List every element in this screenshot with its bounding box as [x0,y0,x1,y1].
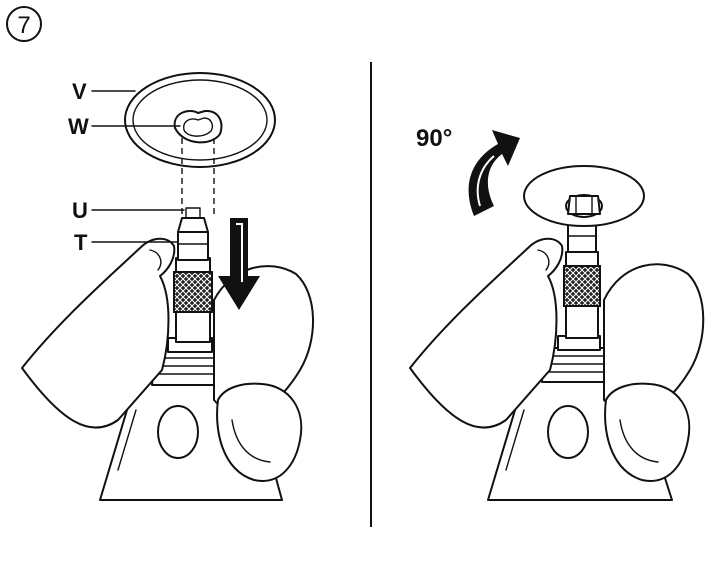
cutting-wheel-mounted [524,166,644,226]
cutting-wheel-v [125,73,275,167]
step-number-badge: 7 [7,7,41,41]
label-v: V [72,79,87,104]
mandrel-right [564,222,600,338]
label-w: W [68,114,89,139]
label-t: T [74,230,88,255]
mandrel-t [174,232,212,342]
right-panel: 90° [410,125,703,500]
step-number: 7 [17,12,30,39]
rotation-arrow [469,130,520,216]
left-panel: V W U T [22,73,313,500]
rotation-label: 90° [416,125,452,152]
label-u: U [72,198,88,223]
